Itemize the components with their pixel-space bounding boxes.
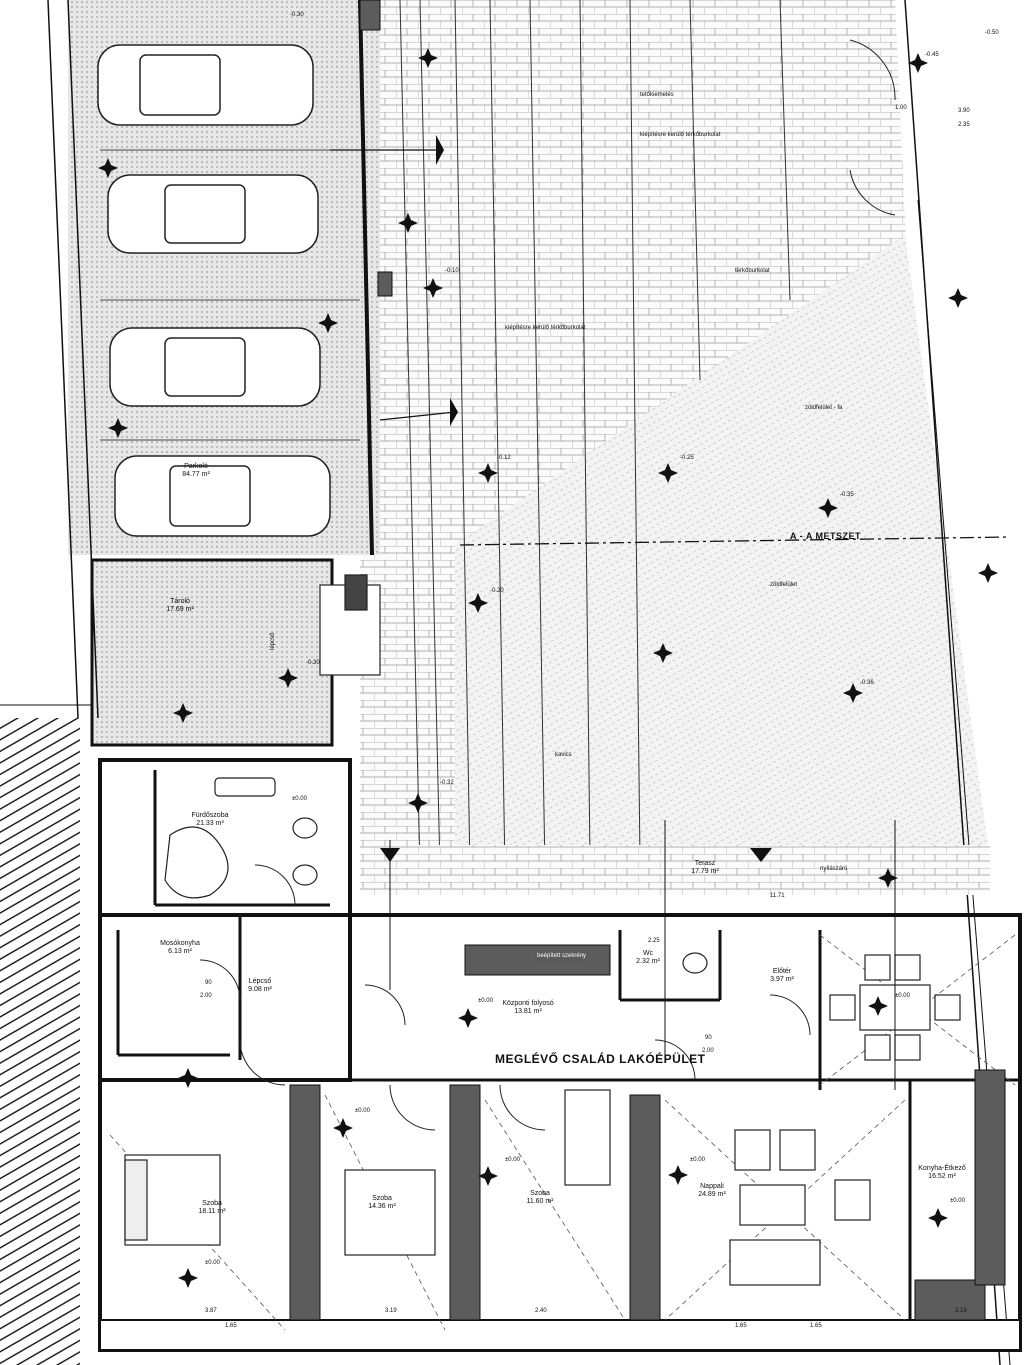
area-note: nyílászáró [820,866,848,872]
room-area: 14.36 m² [368,1203,396,1211]
building-title: MEGLÉVŐ CSALÁD LAKÓÉPÜLET [495,1052,706,1066]
neighbour-hatch-left [0,718,80,1365]
level-mark: ±0.00 [895,993,910,999]
room-wc-label: Wc 2.32 m² [636,950,660,966]
room-area: 24.89 m² [698,1191,726,1199]
room-name: Wc [642,950,654,957]
level-mark: ±0.00 [690,1157,705,1163]
room-area: 21.33 m² [196,820,224,828]
room-laundry-label: Mosókonyha 6.13 m² [160,940,200,956]
wall-blocks [289,0,1006,1321]
level-markers [98,48,998,1288]
room-terrace-label: Terasz 17.79 m² [691,860,719,876]
room-name: Előtér [772,968,792,975]
dimension-label: 3.19 [385,1308,397,1314]
room-bedroom3-label: Szoba 11.60 m² [526,1190,553,1206]
section-line [459,536,1011,546]
area-note: kavics [555,752,572,758]
room-area: 3.97 m² [770,976,794,984]
room-area: 11.60 m² [526,1198,554,1206]
room-corridor-label: Központi folyosó 13.81 m² [502,1000,553,1016]
dimension-label: 3.87 [205,1308,217,1314]
storage-room [90,558,334,747]
level-mark: ±0.00 [355,1108,370,1114]
room-storage-label: Tároló 17.69 m² [166,598,194,614]
dimension-label: 2.19 [955,1308,967,1314]
terrace [360,845,990,895]
dimension-label: 3.90 [958,108,970,114]
level-mark: ±0.00 [950,1198,965,1204]
room-area: 18.11 m² [198,1208,226,1216]
room-kitchen-label: Konyha-Étkező 16.52 m² [918,1165,965,1181]
room-bedroom2-label: Szoba 14.36 m² [368,1195,396,1211]
room-area: 9.08 m² [248,986,272,994]
dimension-label: 2.00 [702,1048,714,1054]
level-mark: ±0.00 [478,998,493,1004]
level-mark: -0.30 [306,660,320,666]
dimension-label: 1.00 [895,105,907,111]
level-mark: -0.20 [490,588,504,594]
section-marker: A - A METSZET [790,531,861,541]
dimension-label: 2.25 [648,938,660,944]
dimension-label: 2.35 [958,122,970,128]
room-area: 16.52 m² [928,1173,956,1181]
area-note: zöldfelület [770,582,798,588]
level-mark: -0.25 [680,455,694,461]
level-mark: -0.35 [840,492,854,498]
parked-cars [97,44,331,537]
room-bedroom1-label: Szoba 18.11 m² [198,1200,225,1216]
room-entry-label: Előtér 3.97 m² [770,968,794,984]
area-note: tetőkiemelés [640,92,674,98]
level-mark: -0.50 [985,30,999,36]
dimension-label: 2.00 [200,993,212,999]
level-mark: -0.12 [497,455,511,461]
room-name: Lépcső [248,978,272,985]
level-mark: -0.36 [860,680,874,686]
room-living-label: Nappali 24.89 m² [698,1183,726,1199]
area-note: lépcső [270,632,276,650]
dimension-label: 1.65 [225,1323,237,1329]
level-mark: -0.30 [290,12,304,18]
furniture [124,574,961,1286]
area-note: térkőburkolat [735,268,770,274]
room-name: Terasz [694,860,716,867]
level-mark: ±0.00 [292,796,307,802]
room-name: Tároló [170,598,190,605]
dimension-label: 1.65 [735,1323,747,1329]
room-name: Szoba [530,1190,550,1197]
room-area: 84.77 m² [182,471,210,479]
room-area: 6.13 m² [168,948,192,956]
dimension-label: 90 [205,980,212,986]
room-name: Központi folyosó [502,1000,554,1007]
area-note: zöldfelület - fa [805,405,843,411]
level-mark: ±0.00 [505,1157,520,1163]
room-name: Mosókonyha [160,940,200,947]
dimension-label: 90 [705,1035,712,1041]
level-mark: -0.10 [445,268,459,274]
room-name: Szoba [202,1200,222,1207]
dimension-label: 1.65 [810,1323,822,1329]
level-mark: -0.45 [925,52,939,58]
room-bathroom-label: Fürdőszoba 21.33 m² [192,812,229,828]
room-name: Parkoló [184,463,208,470]
garden-area [455,235,990,860]
room-name: Konyha-Étkező [918,1165,966,1172]
room-name: Nappali [700,1183,724,1190]
area-note: kiépítésre kerülő térkőburkolat [640,132,721,138]
dimension-label: 11.71 [770,893,785,899]
room-name: Fürdőszoba [191,812,229,819]
room-stair-label: Lépcső 9.08 m² [248,978,272,994]
level-mark: -0.32 [440,780,454,786]
room-area: 17.69 m² [166,606,194,614]
room-name: Szoba [372,1195,392,1202]
room-parking-label: Parkoló 84.77 m² [182,463,210,479]
dimension-label: 2.40 [535,1308,547,1314]
room-area: 2.32 m² [636,958,660,966]
area-note: kiépítésre kerülő térkőburkolat [505,325,586,331]
room-area: 13.81 m² [514,1008,542,1016]
level-mark: ±0.00 [205,1260,220,1266]
area-note: beépített szekrény [535,952,589,961]
room-area: 17.79 m² [691,868,719,876]
